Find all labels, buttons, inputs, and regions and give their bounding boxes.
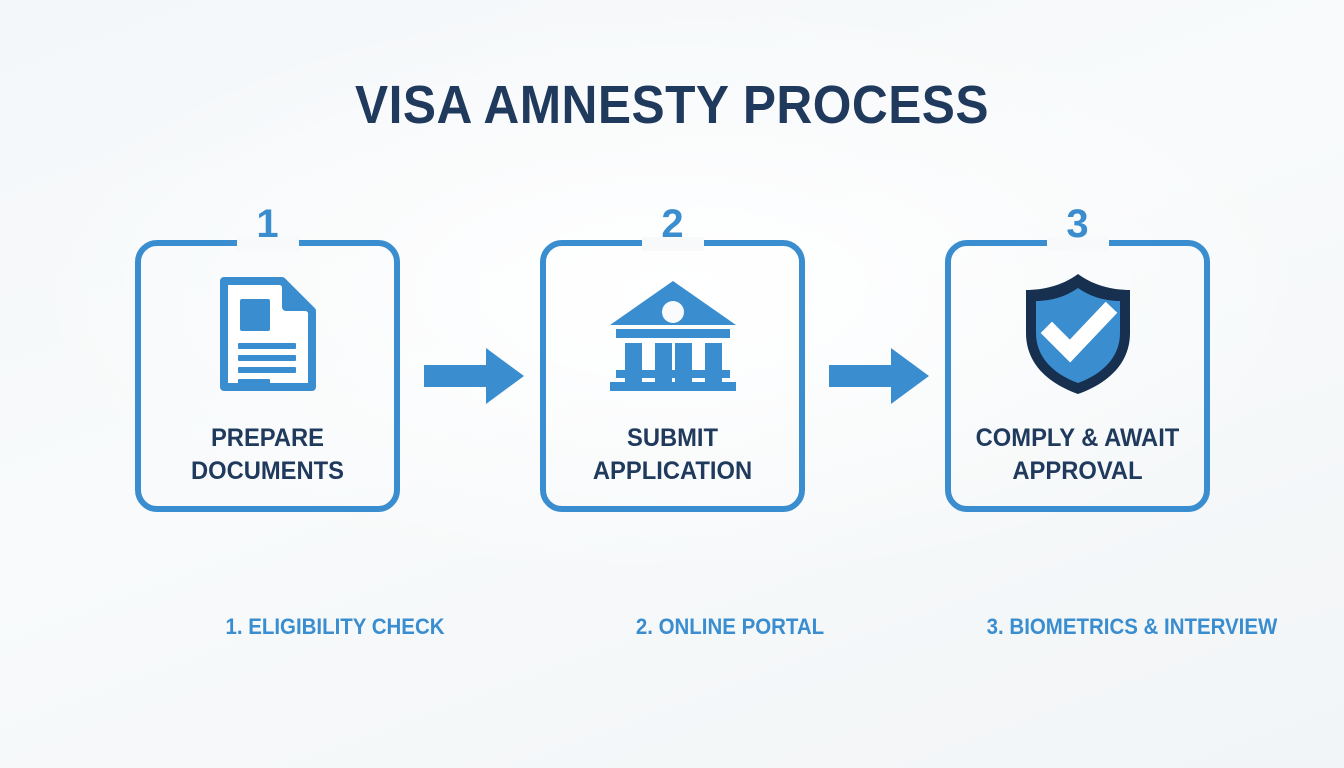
step-number-1: 1: [256, 202, 279, 246]
card-frame: [540, 240, 805, 512]
step-card-3[interactable]: 3 COMPLY & AWAIT APPROVAL: [945, 204, 1210, 512]
step-caption-2: 2. ONLINE PORTAL: [635, 614, 825, 639]
step-card-2[interactable]: 2 SUBMIT APPLICATION: [540, 204, 805, 512]
captions-row: 1. ELIGIBILITY CHECK 2. ONLINE PORTAL 3.…: [70, 614, 1277, 650]
shield-check-icon: [945, 274, 1210, 394]
arrow-right-icon: [424, 348, 524, 404]
document-icon: [135, 274, 400, 394]
step-caption-1: 1. ELIGIBILITY CHECK: [225, 614, 445, 639]
step-label-2: SUBMIT APPLICATION: [592, 424, 753, 486]
page-title: VISA AMNESTY PROCESS: [354, 75, 989, 135]
step-label-3: COMPLY & AWAIT APPROVAL: [975, 424, 1180, 486]
arrow-right-icon: [829, 348, 929, 404]
steps-row: 1 PREPARE DOCUMENTS 2: [135, 204, 1210, 512]
step-card-1[interactable]: 1 PREPARE DOCUMENTS: [135, 204, 400, 512]
step-number-2: 2: [661, 202, 684, 246]
step-label-1: PREPARE DOCUMENTS: [190, 424, 345, 486]
bank-icon: [540, 274, 805, 394]
step-number-3: 3: [1066, 202, 1089, 246]
card-frame: [135, 240, 400, 512]
card-frame: [945, 240, 1210, 512]
step-caption-3: 3. BIOMETRICS & INTERVIEW: [986, 614, 1278, 639]
